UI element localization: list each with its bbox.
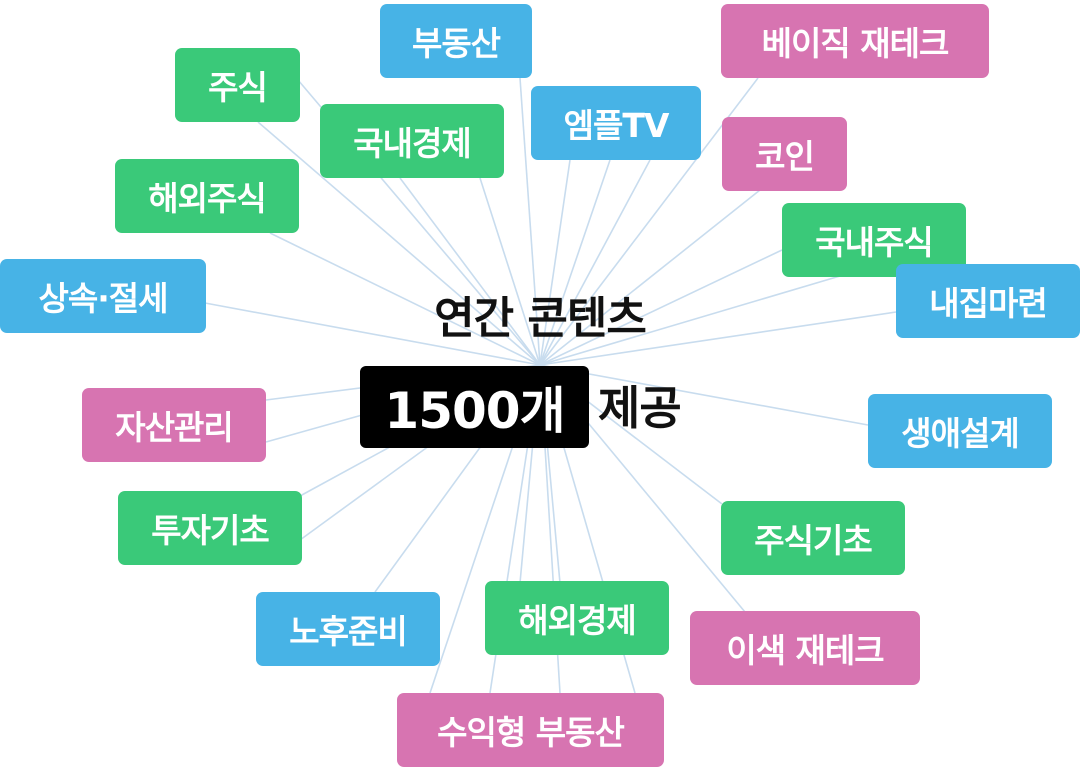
tag-unique-finance[interactable]: 이색 재테크 bbox=[690, 611, 920, 685]
connector-line bbox=[539, 159, 651, 366]
connector-line bbox=[539, 77, 759, 366]
connector-line bbox=[539, 159, 571, 366]
center-headline: 연간 콘텐츠 bbox=[434, 293, 647, 344]
connector-line bbox=[539, 159, 611, 366]
tag-overseas-economy[interactable]: 해외경제 bbox=[485, 581, 669, 655]
content-count-badge: 1500개 bbox=[360, 366, 589, 448]
connector-line bbox=[519, 77, 541, 366]
connector-line bbox=[539, 311, 897, 366]
tag-real-estate[interactable]: 부동산 bbox=[380, 4, 532, 78]
tag-coin[interactable]: 코인 bbox=[722, 117, 847, 191]
connector-line bbox=[399, 177, 541, 366]
connector-line bbox=[479, 177, 541, 366]
tag-asset-management[interactable]: 자산관리 bbox=[82, 388, 266, 462]
connector-line bbox=[539, 189, 761, 366]
tag-stocks[interactable]: 주식 bbox=[175, 48, 300, 122]
tag-basic-finance[interactable]: 베이직 재테크 bbox=[721, 4, 989, 78]
tag-domestic-economy[interactable]: 국내경제 bbox=[320, 104, 504, 178]
tag-investment-basics[interactable]: 투자기초 bbox=[118, 491, 302, 565]
tag-domestic-stocks[interactable]: 국내주식 bbox=[782, 203, 966, 277]
center-suffix: 제공 bbox=[598, 381, 682, 435]
tag-life-planning[interactable]: 생애설계 bbox=[868, 394, 1052, 468]
connector-line bbox=[257, 121, 541, 366]
tag-stock-basics[interactable]: 주식기초 bbox=[721, 501, 905, 575]
connector-line bbox=[539, 364, 869, 426]
tag-income-real-estate[interactable]: 수익형 부동산 bbox=[397, 693, 664, 767]
tag-inheritance-tax[interactable]: 상속·절세 bbox=[0, 259, 206, 333]
connector-line bbox=[539, 275, 841, 366]
tag-retirement-prep[interactable]: 노후준비 bbox=[256, 592, 440, 666]
tag-home-buying[interactable]: 내집마련 bbox=[896, 264, 1080, 338]
connector-line bbox=[269, 232, 541, 366]
connector-line bbox=[539, 249, 783, 366]
connector-line bbox=[204, 302, 541, 366]
tag-overseas-stocks[interactable]: 해외주식 bbox=[115, 159, 299, 233]
tag-mple-tv[interactable]: 엠플TV bbox=[531, 86, 701, 160]
